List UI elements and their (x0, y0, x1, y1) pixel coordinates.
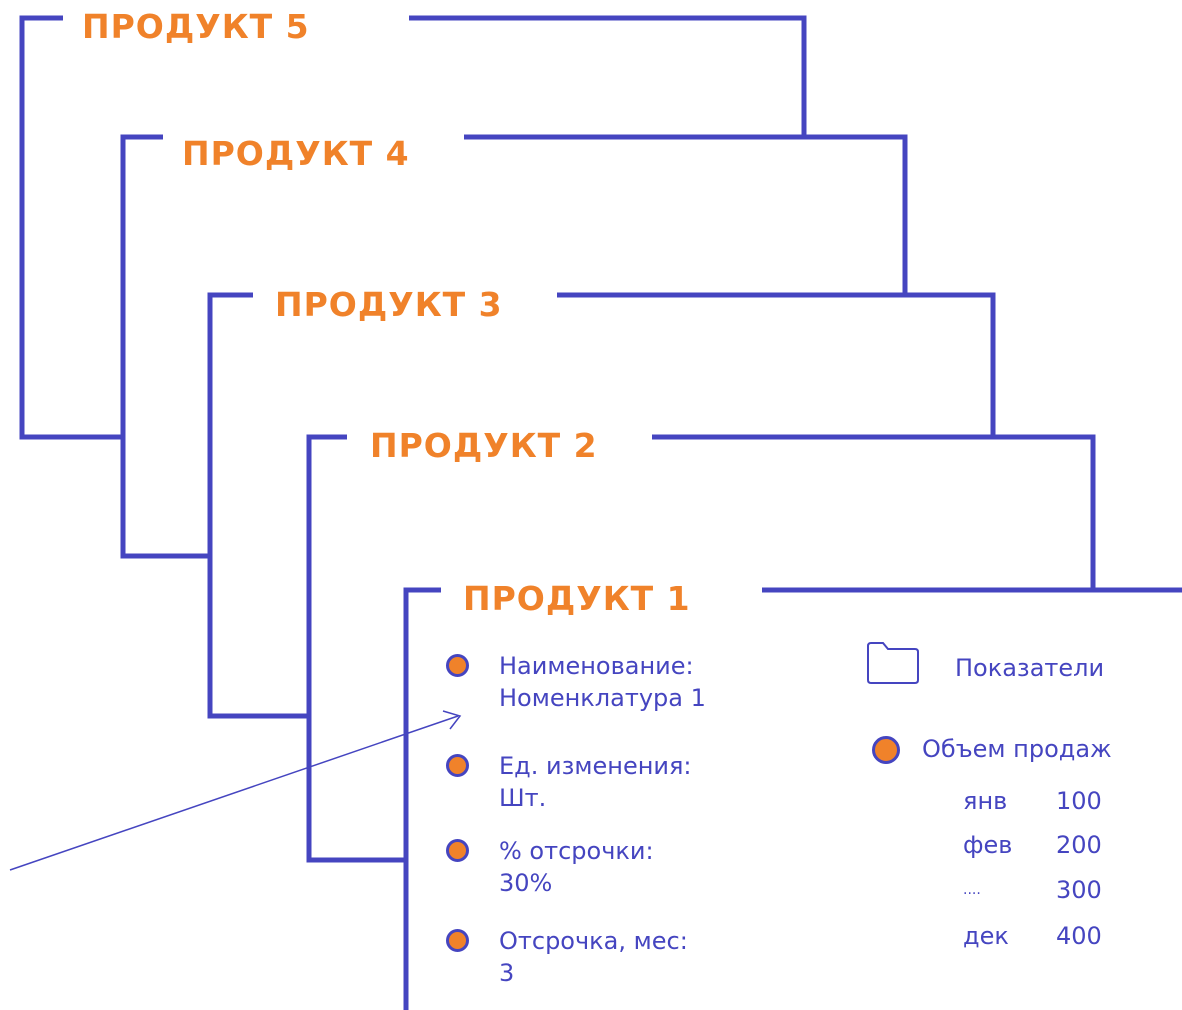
frame-product-3-top (557, 292, 996, 437)
metric-month: фев (963, 831, 1013, 859)
bullet-icon (446, 839, 469, 862)
frame-product-5-top (409, 15, 807, 137)
product-3-title: ПРОДУКТ 3 (275, 285, 503, 324)
field-label: Отсрочка, мес: (499, 927, 688, 955)
field-value: 3 (499, 959, 515, 987)
product-4-title: ПРОДУКТ 4 (182, 134, 410, 173)
metric-month: янв (963, 787, 1008, 815)
metric-month: дек (963, 922, 1009, 950)
metric-month: .... (963, 882, 981, 898)
field-name: Наименование: Номенклатура 1 (446, 650, 786, 714)
field-value: Шт. (499, 784, 547, 812)
field-label: Ед. изменения: (499, 752, 692, 780)
frame-product-2-top (652, 434, 1096, 590)
field-value: Номенклатура 1 (499, 684, 706, 712)
metric-value: 300 (1056, 876, 1102, 904)
product-5-title: ПРОДУКТ 5 (82, 7, 310, 46)
field-value: 30% (499, 869, 553, 897)
arrow-icon (9, 710, 462, 871)
frame-product-5 (19, 15, 123, 440)
frame-product-4-top (464, 134, 908, 295)
field-unit: Ед. изменения: Шт. (446, 750, 786, 814)
indicators-title: Показатели (955, 654, 1105, 682)
field-deferral-months: Отсрочка, мес: 3 (446, 925, 786, 989)
metric-sales-volume: Объем продаж (872, 735, 1112, 764)
field-label: Наименование: (499, 652, 694, 680)
metric-label: Объем продаж (922, 735, 1112, 763)
metric-value: 200 (1056, 831, 1102, 859)
field-deferral-percent: % отсрочки: 30% (446, 835, 786, 899)
folder-icon (867, 642, 919, 684)
frame-product-2 (306, 434, 406, 863)
bullet-icon (446, 754, 469, 777)
bullet-icon (872, 736, 900, 764)
bullet-icon (446, 654, 469, 677)
product-2-title: ПРОДУКТ 2 (370, 426, 598, 465)
field-label: % отсрочки: (499, 837, 654, 865)
frame-product-3 (207, 292, 309, 719)
frame-product-4 (120, 134, 210, 559)
bullet-icon (446, 929, 469, 952)
product-1-title: ПРОДУКТ 1 (463, 579, 691, 618)
metric-value: 400 (1056, 922, 1102, 950)
frame-product-1 (403, 587, 441, 1010)
metric-value: 100 (1056, 787, 1102, 815)
